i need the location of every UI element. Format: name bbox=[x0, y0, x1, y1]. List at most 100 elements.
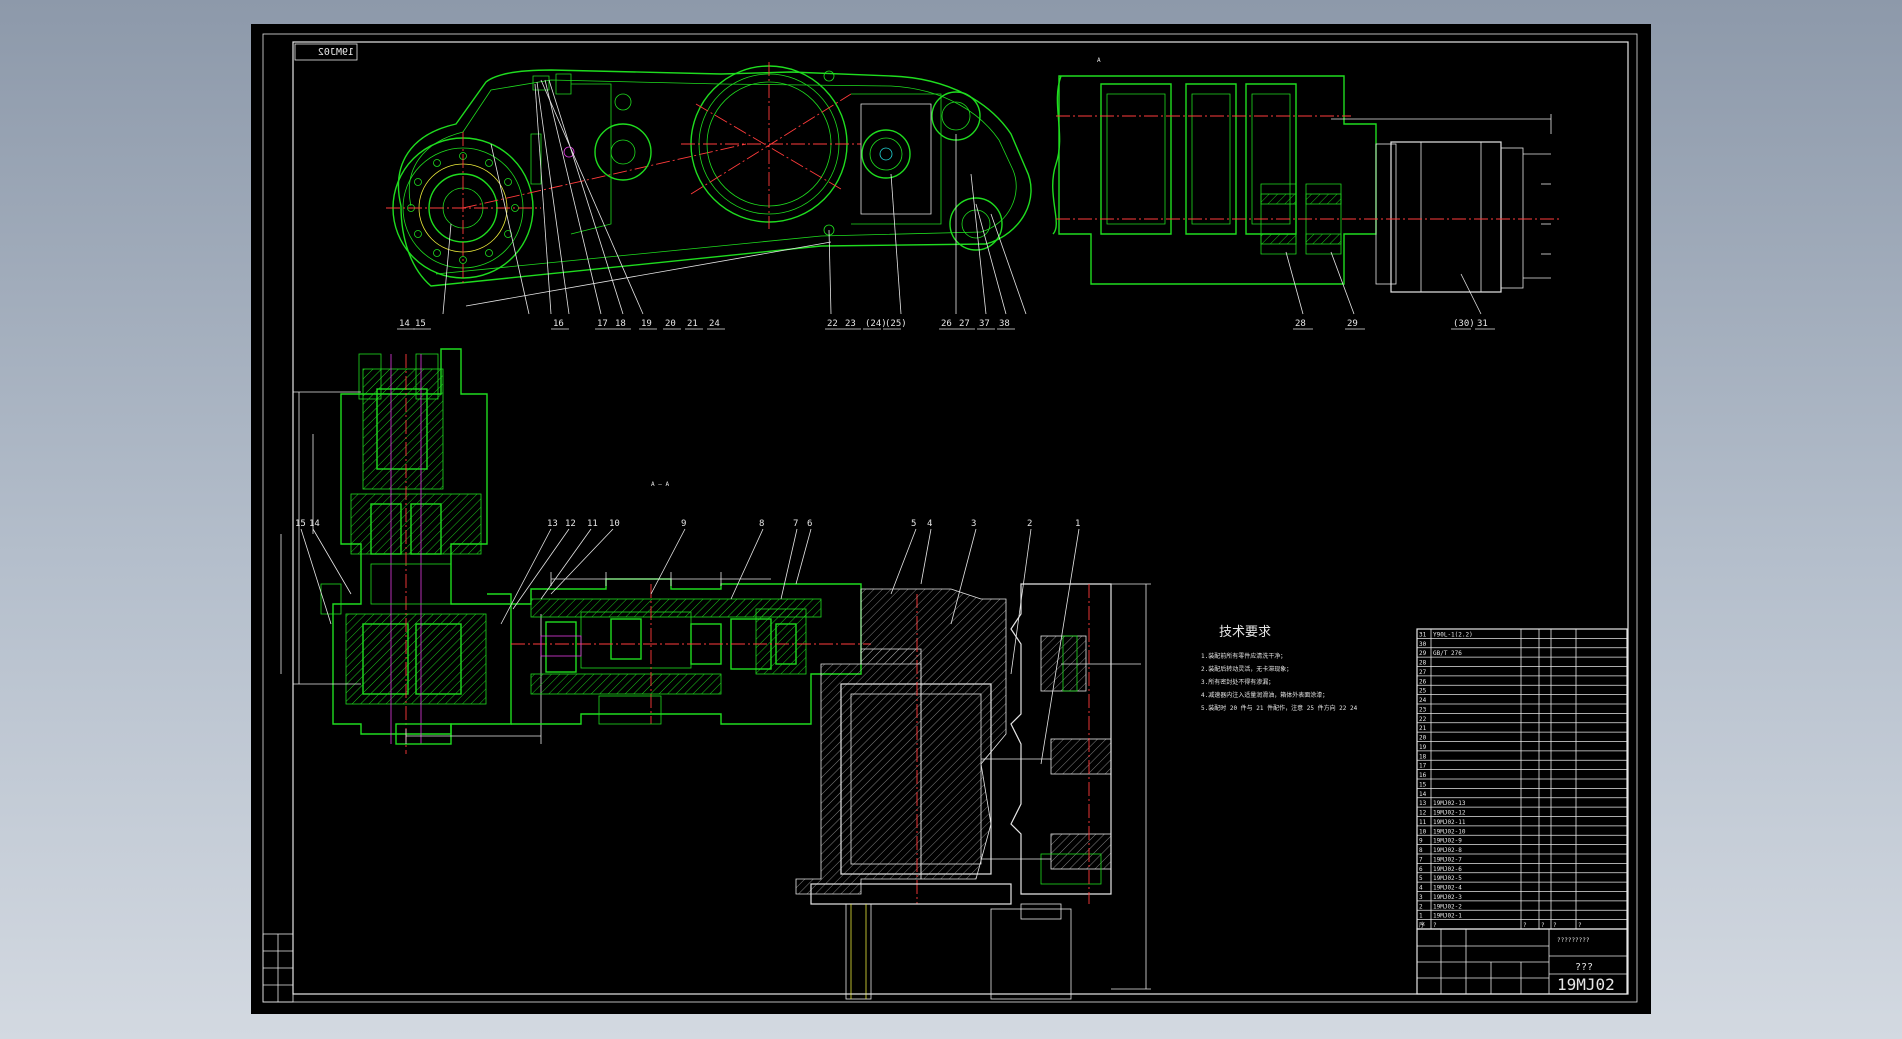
right-view: A bbox=[1052, 57, 1561, 315]
code-box-mirrored bbox=[294, 43, 358, 61]
callout-label: 29 bbox=[1347, 319, 1358, 329]
tech-requirements: 技术要求 1.装配前所有零件应清洗干净； 2.装配后转动灵活，无卡滞现象； 3.所有… bbox=[1201, 625, 1358, 712]
bom-cell: 27 bbox=[1419, 669, 1427, 676]
bom-cell: 2 bbox=[1419, 903, 1423, 910]
callout-label: 20 bbox=[665, 319, 676, 329]
bom-cell: 14 bbox=[1419, 791, 1427, 798]
bom-cell: 20 bbox=[1419, 735, 1427, 742]
callout-label: 31 bbox=[1477, 319, 1488, 329]
callout-label: 15 bbox=[295, 519, 306, 529]
callout-label: 7 bbox=[793, 519, 798, 529]
bom-cell: 26 bbox=[1419, 678, 1427, 685]
callout-label: 28 bbox=[1295, 319, 1306, 329]
callout-label: 13 bbox=[547, 519, 558, 529]
bom-cell: 3 bbox=[1419, 894, 1423, 901]
callout-label: 21 bbox=[687, 319, 698, 329]
callout-label: 38 bbox=[999, 319, 1010, 329]
callout-label: 9 bbox=[681, 519, 686, 529]
callout-label: 6 bbox=[807, 519, 812, 529]
callout-label: 24 bbox=[709, 319, 720, 329]
bom-cell: 25 bbox=[1419, 688, 1427, 695]
bom-cell: 19MJ02-2 bbox=[1433, 903, 1462, 910]
bom-header-cell: ? bbox=[1553, 922, 1557, 929]
bom-cell: 1 bbox=[1419, 913, 1423, 920]
callout-label: 26 bbox=[941, 319, 952, 329]
drawing-sheet: 19MJ02 bbox=[251, 24, 1651, 1014]
bom-cell: 29 bbox=[1419, 650, 1427, 657]
bom-cell: 19MJ02-1 bbox=[1433, 913, 1462, 920]
callout-label: 10 bbox=[609, 519, 620, 529]
bom-cell: 19MJ02-3 bbox=[1433, 894, 1462, 901]
title-top: ????????? bbox=[1557, 937, 1590, 944]
tech-line: 3.所有密封处不得有渗漏； bbox=[1201, 678, 1274, 686]
bom-cell: 19MJ02-5 bbox=[1433, 875, 1462, 882]
bom-cell: 16 bbox=[1419, 772, 1427, 779]
bom-cell: 19 bbox=[1419, 744, 1427, 751]
bom-cell: 23 bbox=[1419, 706, 1427, 713]
bom-header-cell: ? bbox=[1578, 922, 1582, 929]
bom-cell: 10 bbox=[1419, 828, 1427, 835]
callout-label: 16 bbox=[553, 319, 564, 329]
bom-cell: 19MJ02-8 bbox=[1433, 847, 1462, 854]
callout-label: 2 bbox=[1027, 519, 1032, 529]
bom-cell: 9 bbox=[1419, 838, 1423, 845]
section-view bbox=[280, 348, 1151, 1000]
bom-cell: 12 bbox=[1419, 810, 1427, 817]
bom-header-cell: ? bbox=[1541, 922, 1545, 929]
tech-heading: 技术要求 bbox=[1219, 625, 1271, 640]
outer-frame bbox=[262, 33, 1638, 1003]
bom-cell: 5 bbox=[1419, 875, 1423, 882]
bom-cell: GB/T 276 bbox=[1433, 650, 1462, 657]
bom-cell: 15 bbox=[1419, 781, 1427, 788]
callout-label: (30) bbox=[1453, 319, 1475, 329]
callout-label: (24) bbox=[865, 319, 887, 329]
callout-label: 27 bbox=[959, 319, 970, 329]
callout-label: 15 bbox=[415, 319, 426, 329]
bom-header-cell: 序 bbox=[1419, 921, 1425, 929]
tech-line: 4.减速器内注入适量润滑油，箱体外表面涂漆； bbox=[1201, 691, 1328, 699]
bom-cell: 24 bbox=[1419, 697, 1427, 704]
callout-label: 23 bbox=[845, 319, 856, 329]
bom-cell: 8 bbox=[1419, 847, 1423, 854]
bom-cell: 19MJ02-11 bbox=[1433, 819, 1466, 826]
callout-label: 17 bbox=[597, 319, 608, 329]
callout-label: 19 bbox=[641, 319, 652, 329]
bom-cell: 6 bbox=[1419, 866, 1423, 873]
bom-cell: 19MJ02-7 bbox=[1433, 856, 1462, 863]
drawing-code: 19MJ02 bbox=[1557, 975, 1615, 994]
bom-cell: 19MJ02-13 bbox=[1433, 800, 1466, 807]
section-label: A — A bbox=[651, 481, 669, 488]
bom-cell: 19MJ02-4 bbox=[1433, 885, 1462, 892]
title-block: ????????? ??? 19MJ02 bbox=[1416, 928, 1628, 995]
tech-line: 5.装配时 20 件与 21 件配作，注意 25 件方向 22 24 bbox=[1201, 704, 1358, 712]
cad-drawing: 19MJ02 bbox=[262, 33, 1638, 1003]
bom-cell: 22 bbox=[1419, 716, 1427, 723]
callout-label: 18 bbox=[615, 319, 626, 329]
bom-cell: 19MJ02-10 bbox=[1433, 828, 1466, 835]
right-view-labels: 28 29 (30)31 bbox=[1293, 319, 1495, 330]
tech-line: 2.装配后转动灵活，无卡滞现象； bbox=[1201, 665, 1292, 673]
callout-label: 12 bbox=[565, 519, 576, 529]
callout-label: 14 bbox=[399, 319, 410, 329]
bom-cell: 21 bbox=[1419, 725, 1427, 732]
bom-cell: Y90L-1(2.2) bbox=[1433, 631, 1473, 638]
bom-cell: 13 bbox=[1419, 800, 1427, 807]
bom-cell: 7 bbox=[1419, 856, 1423, 863]
bom-cell: 4 bbox=[1419, 885, 1423, 892]
callout-label: 8 bbox=[759, 519, 764, 529]
bom-header-cell: ? bbox=[1433, 922, 1437, 929]
drawing-title: ??? bbox=[1575, 962, 1593, 973]
tech-line: 1.装配前所有零件应清洗干净； bbox=[1201, 652, 1286, 660]
bom-cell: 19MJ02-9 bbox=[1433, 838, 1462, 845]
top-view bbox=[386, 62, 1032, 315]
bom-header-cell: ? bbox=[1523, 922, 1527, 929]
bom-cell: 19MJ02-12 bbox=[1433, 810, 1466, 817]
cylinder-body bbox=[840, 683, 992, 875]
mirrored-code: 19MJ02 bbox=[318, 47, 354, 58]
view-label-a: A bbox=[1097, 57, 1101, 64]
bom-cell: 11 bbox=[1419, 819, 1427, 826]
callout-label: 14 bbox=[309, 519, 320, 529]
callout-label: 5 bbox=[911, 519, 916, 529]
